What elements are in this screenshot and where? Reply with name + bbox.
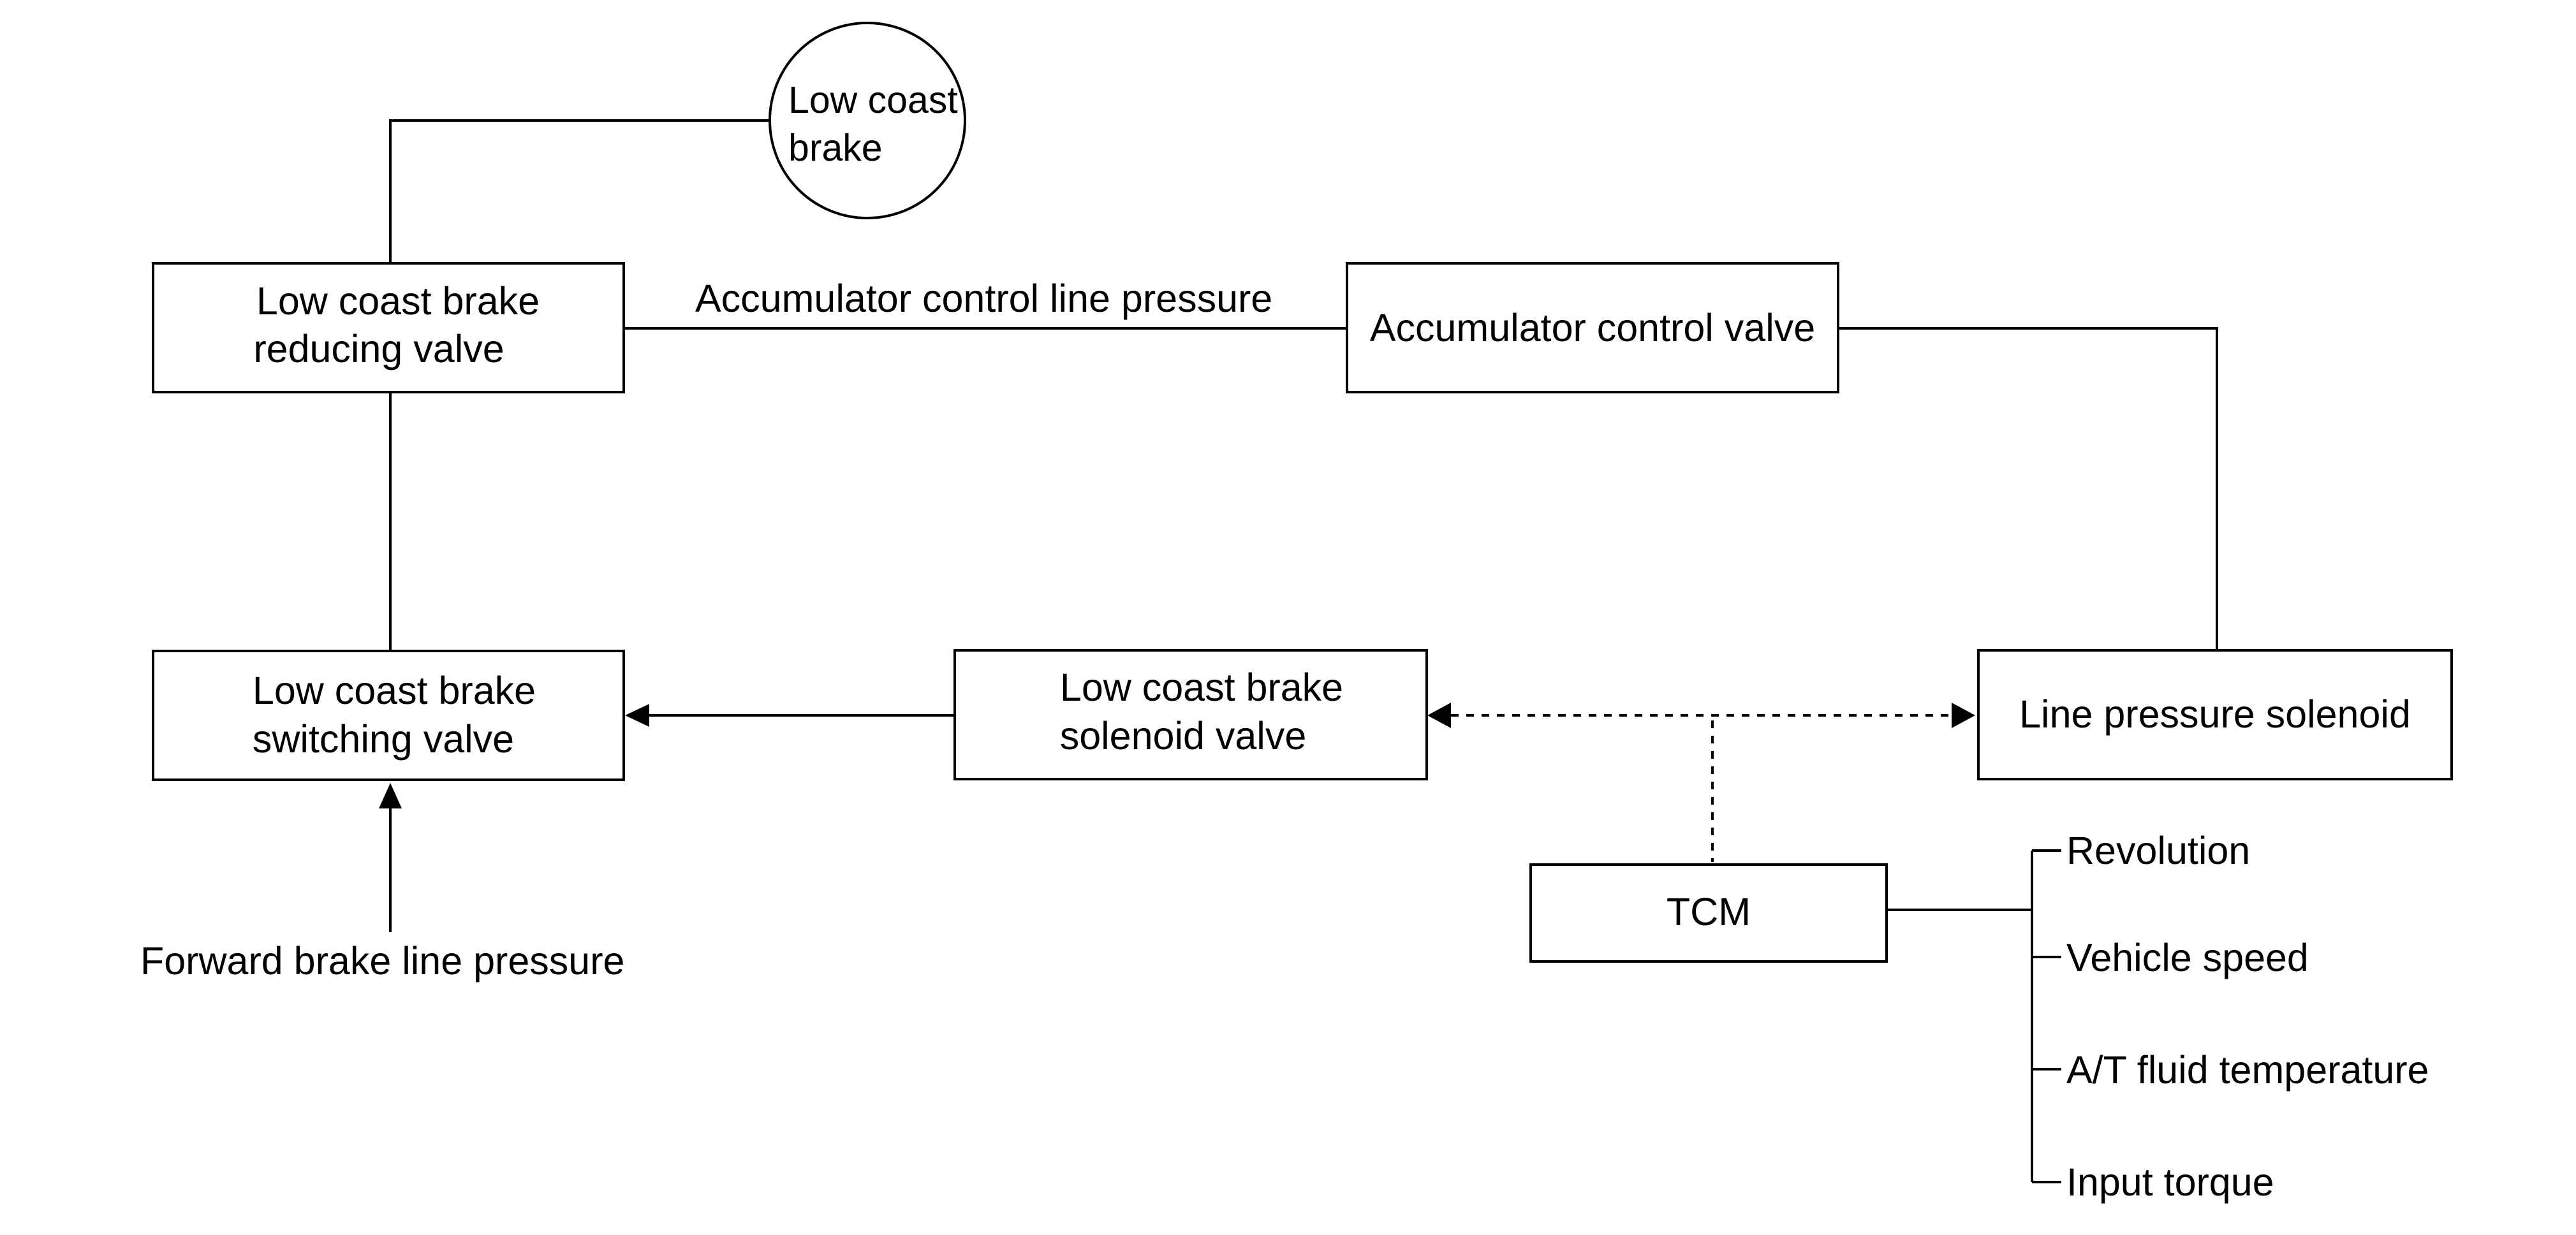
tcm-input-revolution: Revolution [2066,829,2250,872]
reducing-valve-node: Low coast brake reducing valve [152,262,625,393]
accumulator-control-valve-node: Accumulator control valve [1346,262,1839,393]
forward-brake-arrowhead [379,783,402,808]
reducing-valve-label-line1: Low coast brake [256,279,540,323]
line-pressure-solenoid-node: Line pressure solenoid [1977,649,2453,780]
switching-valve-label-line2: switching valve [253,717,514,761]
line-pressure-solenoid-signal-arrowhead [1952,703,1975,728]
reducing-valve-label-line2: reducing valve [253,327,504,370]
accumulator-control-valve-label: Accumulator control valve [1370,306,1815,349]
low-coast-brake-node: Low coast brake [769,22,966,219]
accumulator-to-line-solenoid-line [1839,327,2218,649]
tcm-input-fluid-temperature: A/T fluid temperature [2066,1048,2429,1092]
solenoid-valve-signal-arrowhead [1427,703,1451,728]
switching-valve-label-line1: Low coast brake [253,669,536,712]
tcm-node: TCM [1529,863,1888,963]
low-coast-brake-label-line1: Low coast [788,79,958,121]
tcm-input-input-torque: Input torque [2066,1160,2274,1204]
switching-valve-arrowhead [625,704,649,727]
solenoid-valve-node: Low coast brake solenoid valve [953,649,1428,780]
forward-brake-line-pressure-label: Forward brake line pressure [140,939,624,983]
solenoid-valve-label-line1: Low coast brake [1060,666,1343,709]
solenoid-valve-label-line2: solenoid valve [1060,714,1307,757]
accumulator-control-line-pressure-label: Accumulator control line pressure [695,277,1272,320]
line-pressure-solenoid-label: Line pressure solenoid [2019,692,2411,736]
tcm-label: TCM [1667,890,1751,933]
switching-valve-node: Low coast brake switching valve [152,650,625,781]
low-coast-brake-label-line2: brake [788,127,883,169]
brake-to-reducing-valve-line [389,119,770,263]
tcm-input-vehicle-speed: Vehicle speed [2066,936,2309,979]
